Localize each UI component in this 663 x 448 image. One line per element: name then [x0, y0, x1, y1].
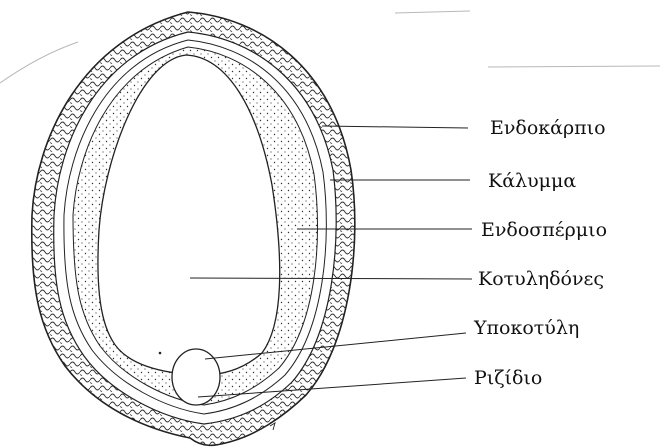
- scan-mark-top: [395, 11, 470, 13]
- scan-mark-left: [0, 42, 78, 83]
- label-seed-coat: Κάλυμμα: [488, 170, 576, 192]
- label-endocarp: Ενδοκάρπιο: [490, 117, 606, 139]
- label-radicle: Ριζίδιο: [474, 367, 542, 389]
- speck-mark: [159, 352, 162, 355]
- scan-mark-top-right: [488, 66, 660, 67]
- label-cotyledons: Κοτυληδόνες: [478, 268, 604, 290]
- leader-line-endocarp: [322, 126, 468, 128]
- label-hypocotyl: Υποκοτύλη: [473, 317, 579, 339]
- hypocotyl-radicle-oval: [172, 349, 220, 405]
- label-endosperm: Ενδοσπέρμιο: [481, 219, 607, 241]
